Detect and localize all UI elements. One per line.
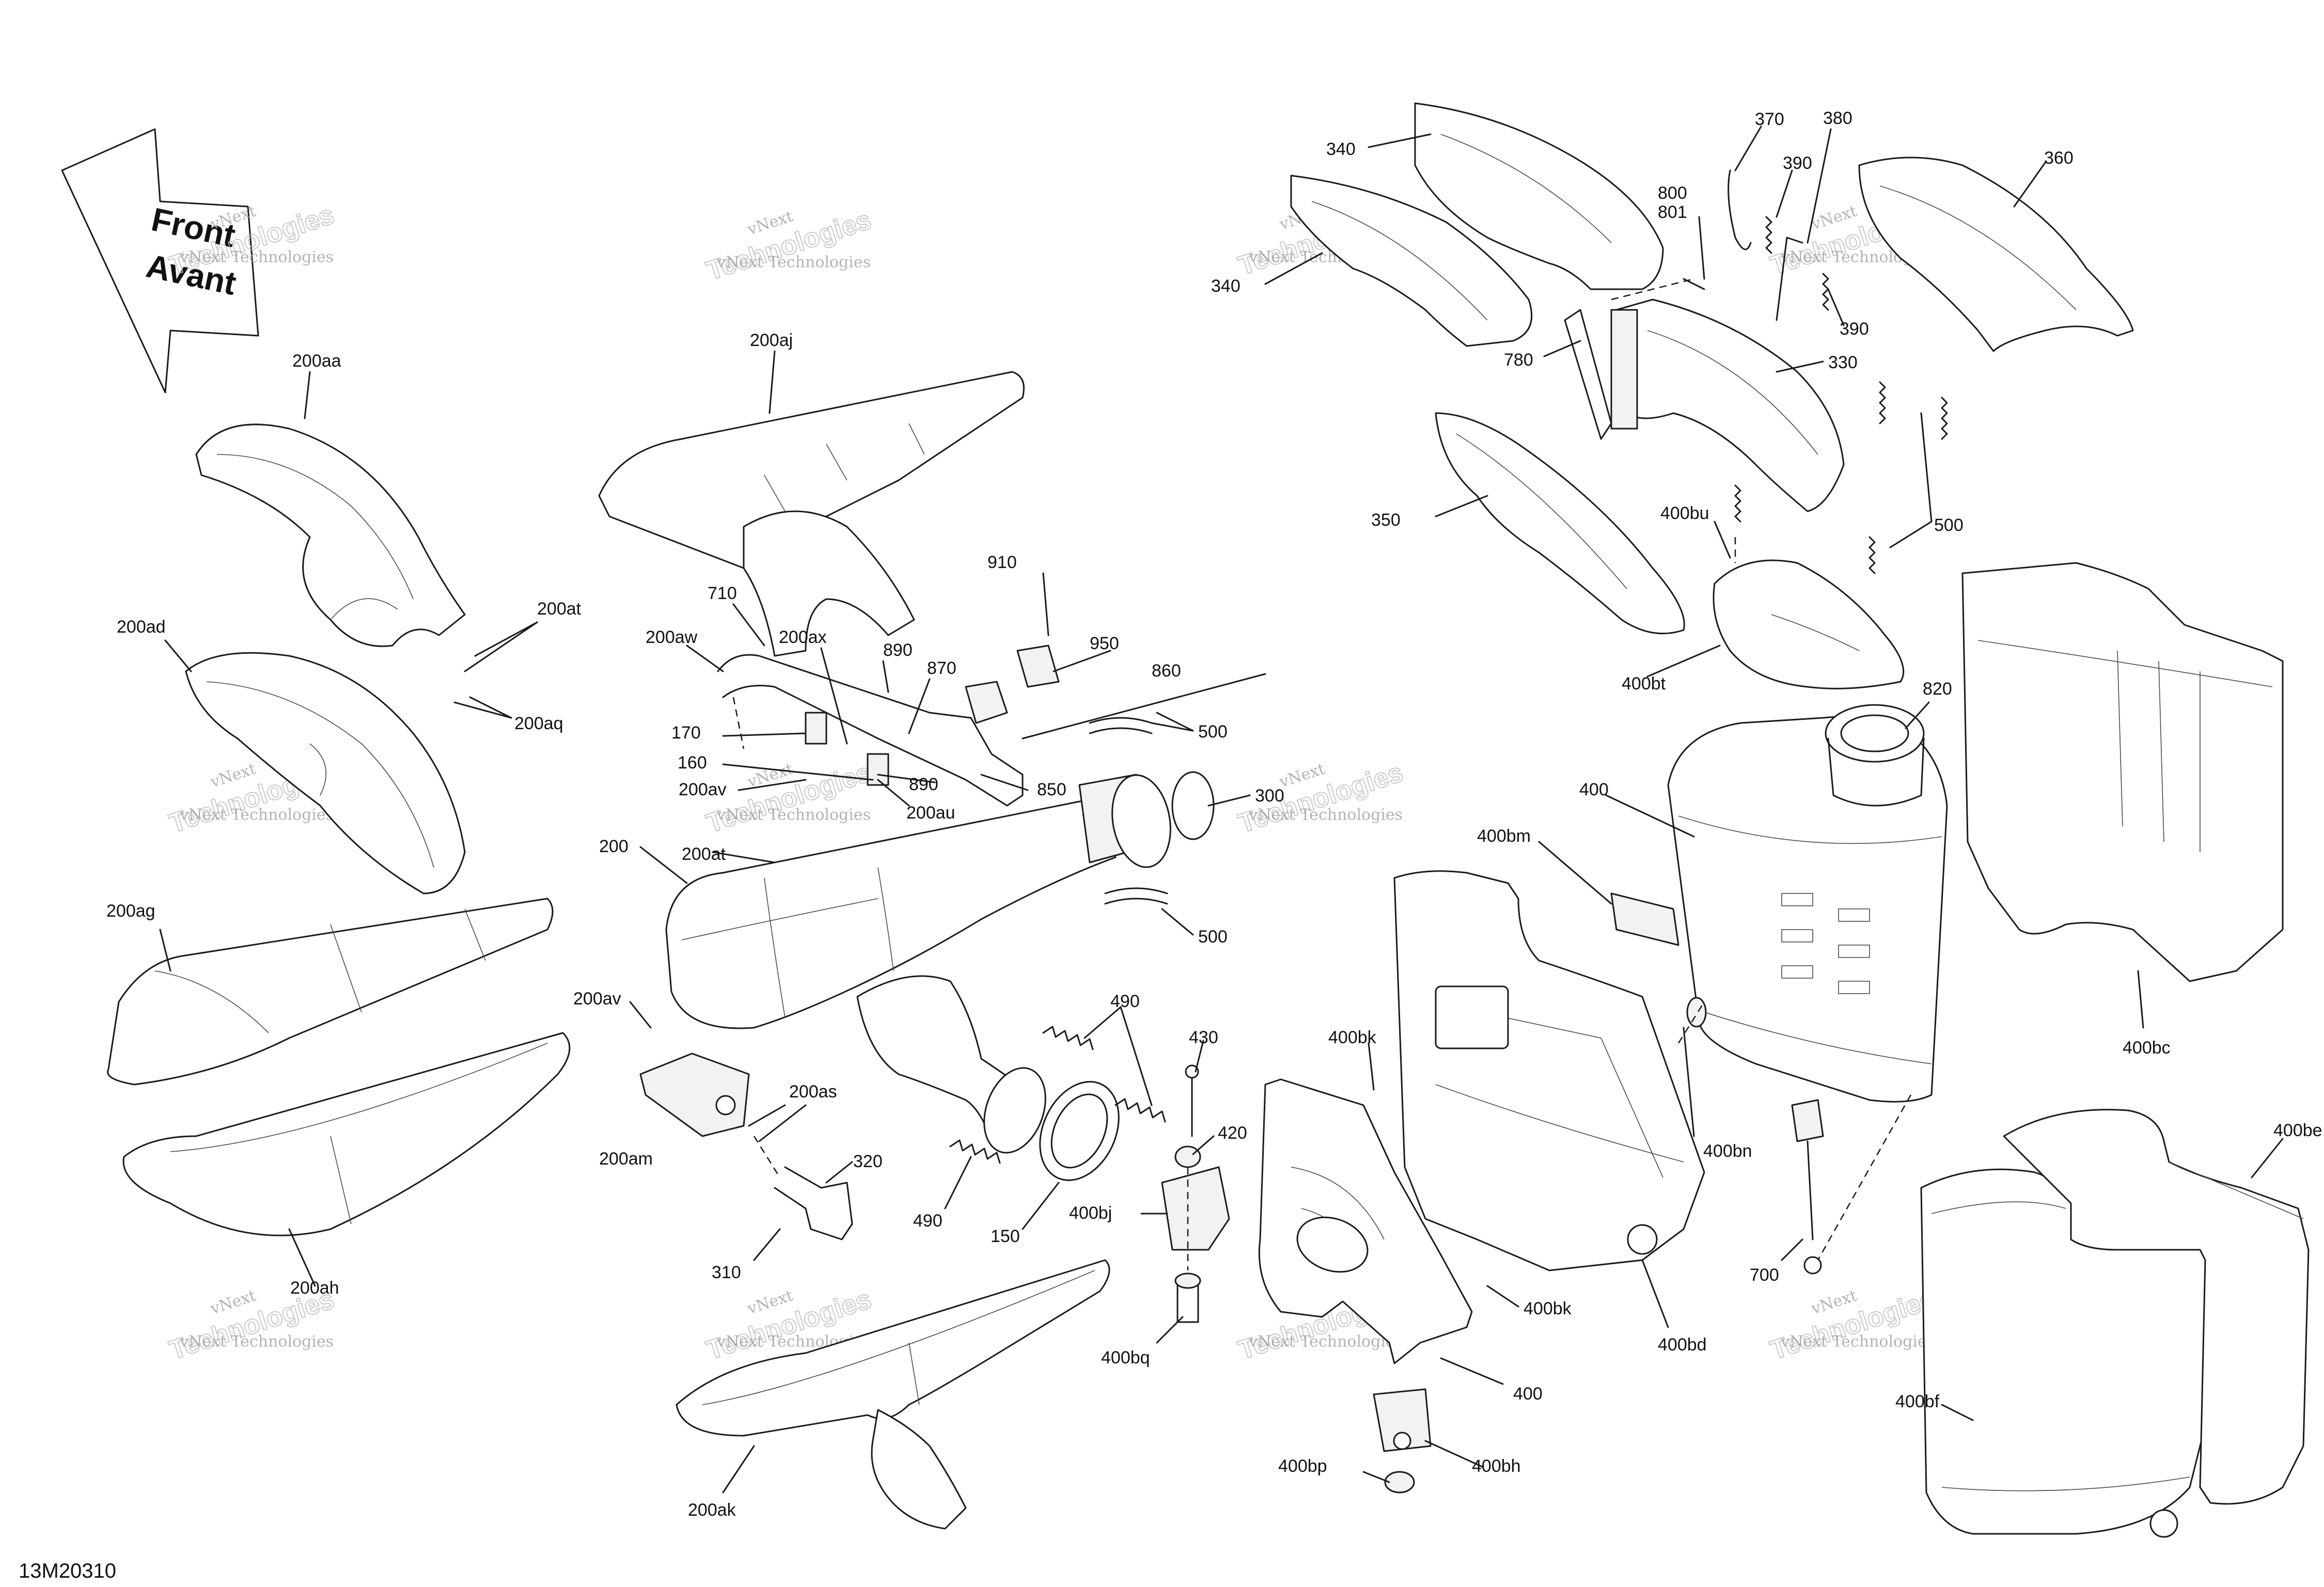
callout-label: 360 — [2044, 148, 2074, 168]
callout-label: 200ak — [688, 1500, 736, 1520]
callout-label: 350 — [1371, 510, 1401, 530]
callout-label: 200as — [789, 1082, 837, 1102]
callout-label: 200aj — [750, 331, 793, 350]
callout-label: 150 — [991, 1227, 1020, 1246]
callout-label: 400bn — [1703, 1141, 1752, 1161]
right-heat-shield-parts — [1290, 102, 2310, 1538]
callout-label: 340 — [1326, 139, 1356, 159]
callout-label: 400bq — [1101, 1348, 1150, 1368]
callout-label: 370 — [1755, 109, 1784, 129]
callout-label: 320 — [853, 1152, 883, 1171]
callout-label: 200au — [906, 803, 955, 823]
watermark-full: vNext Technologies — [1248, 806, 1403, 824]
callout-label: 400bk — [1328, 1028, 1377, 1047]
callout-label: 860 — [1152, 661, 1181, 681]
callout-label: 490 — [913, 1211, 943, 1231]
callout-label: 400bp — [1278, 1456, 1327, 1476]
callout-label: 310 — [712, 1263, 741, 1282]
diagram-code: 13M20310 — [19, 1560, 116, 1582]
callout-label: 200av — [573, 989, 621, 1009]
callout-label: 330 — [1828, 353, 1858, 372]
left-cover-parts — [107, 423, 571, 1236]
callout-label: 400bh — [1472, 1456, 1521, 1476]
callout-label: 910 — [987, 553, 1017, 572]
callout-label: 200 — [599, 837, 629, 856]
callout-label: 200ax — [779, 627, 827, 647]
callout-label: 160 — [678, 753, 707, 773]
watermark-full: vNext Technologies — [179, 248, 334, 266]
callout-label: 200aq — [514, 714, 563, 733]
callout-label: 500 — [1198, 722, 1228, 742]
watermark-full: vNext Technologies — [179, 806, 334, 824]
callout-label: 340 — [1211, 276, 1240, 296]
callout-label: 801 — [1658, 202, 1687, 222]
callout-label: 700 — [1750, 1265, 1779, 1285]
callout-label: 400 — [1513, 1384, 1543, 1404]
callout-label: 200ag — [106, 901, 155, 921]
callout-label: 400be — [2273, 1121, 2322, 1140]
callout-label: 390 — [1840, 319, 1869, 339]
callout-label: 400 — [1579, 780, 1609, 799]
callout-label: 400bf — [1895, 1392, 1940, 1411]
callout-label: 420 — [1218, 1123, 1247, 1143]
callout-label: 390 — [1783, 153, 1812, 173]
callout-label: 500 — [1198, 927, 1228, 947]
callout-label: 400bm — [1477, 826, 1531, 846]
center-muffler-parts — [598, 371, 1215, 1530]
callout-label: 500 — [1934, 515, 1964, 535]
callout-label: 400bt — [1622, 674, 1666, 694]
callout-label: 430 — [1189, 1028, 1218, 1047]
callout-label: 200aw — [646, 627, 698, 647]
callout-label: 800 — [1658, 183, 1687, 203]
callout-label: 400bu — [1660, 504, 1709, 523]
watermark-full: vNext Technologies — [1248, 1333, 1403, 1351]
callout-leader-lines — [159, 125, 2284, 1494]
callout-labels: 200aa 200ad 200at 200aq 200ag 200ah 200a… — [106, 108, 2322, 1520]
bracket-mount-parts — [1161, 1064, 1473, 1494]
callout-label: 850 — [1037, 780, 1066, 799]
callout-label: 780 — [1504, 350, 1533, 370]
callout-label: 710 — [708, 584, 737, 603]
callout-label: 170 — [671, 723, 701, 743]
assembly-guide-lines — [732, 278, 1912, 1270]
callout-label: 200at — [682, 844, 726, 864]
callout-label: 200at — [537, 599, 582, 619]
watermark-full: vNext Technologies — [1780, 1333, 1935, 1351]
callout-label: 400bj — [1069, 1203, 1112, 1223]
callout-label: 950 — [1090, 634, 1119, 653]
callout-label: 200am — [599, 1149, 653, 1169]
callout-label: 200ah — [290, 1278, 339, 1298]
watermark-full: vNext Technologies — [716, 254, 871, 272]
callout-label: 200av — [679, 780, 727, 799]
callout-label: 490 — [1110, 992, 1140, 1011]
callout-label: 890 — [909, 775, 938, 794]
callout-label: 890 — [883, 640, 913, 660]
callout-label: 200aa — [292, 351, 341, 371]
callout-label: 820 — [1923, 679, 1952, 699]
callout-label: 380 — [1823, 108, 1852, 128]
callout-label: 400bc — [2123, 1038, 2171, 1058]
watermark-full: vNext Technologies — [716, 806, 871, 824]
watermark-full: vNext Technologies — [179, 1333, 334, 1351]
callout-label: 400bk — [1524, 1299, 1572, 1318]
callout-label: 400bd — [1658, 1335, 1707, 1355]
callout-label: 870 — [927, 658, 956, 678]
callout-label: 200ad — [117, 617, 166, 637]
callout-label: 300 — [1255, 786, 1284, 806]
